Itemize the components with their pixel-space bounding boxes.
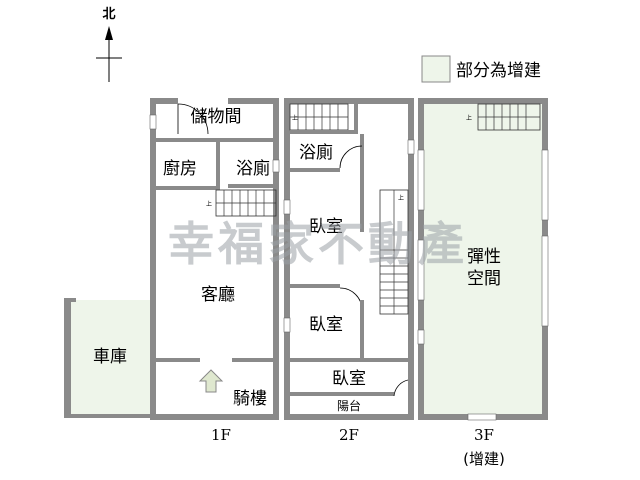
1f-wall-left bbox=[150, 98, 156, 420]
2f-wall-bed1-bottom bbox=[290, 284, 340, 288]
1f-wall-bath-bottom bbox=[228, 184, 279, 188]
floor-3f: 上 彈性 空間 3F (增建) bbox=[417, 98, 549, 468]
3f-caption: 3F bbox=[474, 426, 494, 444]
2f-wall-bath-bottom bbox=[290, 168, 340, 172]
2f-bedroom1-label: 臥室 bbox=[309, 217, 343, 237]
2f-wall-bed2-right bbox=[360, 300, 364, 358]
3f-stair-mark: 上 bbox=[466, 114, 472, 122]
floor-1f: 上 儲物間 廚房 浴廁 客廳 騎樓 1F bbox=[149, 98, 280, 444]
3f-window-right-2 bbox=[541, 235, 549, 327]
2f-bedroom3-label: 臥室 bbox=[332, 369, 366, 389]
garage-fill bbox=[68, 300, 154, 416]
watermark: 幸福家不動產 bbox=[168, 217, 468, 271]
1f-storage-label: 儲物間 bbox=[191, 107, 242, 127]
1f-wall-storage bbox=[150, 138, 279, 142]
1f-stair-mark: 上 bbox=[206, 200, 212, 208]
2f-caption: 2F bbox=[339, 426, 359, 444]
2f-wall-balcony-top bbox=[290, 392, 394, 396]
2f-bedroom2-label: 臥室 bbox=[309, 315, 343, 335]
2f-stair-mark-top: 上 bbox=[292, 114, 298, 122]
compass-label: 北 bbox=[102, 7, 115, 22]
legend-label: 部分為增建 bbox=[456, 61, 541, 81]
2f-window-left-1 bbox=[283, 199, 291, 215]
1f-stairs: 上 bbox=[206, 189, 277, 217]
1f-living-label: 客廳 bbox=[201, 285, 235, 305]
1f-arcade-label: 騎樓 bbox=[233, 389, 267, 409]
1f-wall-kitchen-bottom bbox=[150, 186, 220, 190]
2f-stairs-mid: 上 bbox=[379, 189, 409, 315]
1f-window-left-top bbox=[149, 114, 157, 130]
1f-wall-top-right bbox=[228, 98, 279, 104]
3f-flex-label-line2: 空間 bbox=[467, 269, 501, 289]
compass: 北 bbox=[96, 7, 122, 82]
3f-flex-label-line1: 彈性 bbox=[467, 247, 501, 267]
1f-wall-bottom bbox=[150, 414, 279, 420]
3f-stairs: 上 bbox=[466, 103, 541, 131]
2f-bed-door-icon bbox=[339, 287, 363, 311]
2f-wall-top bbox=[284, 98, 414, 104]
3f-fill bbox=[424, 104, 542, 414]
1f-window-right bbox=[272, 159, 280, 173]
garage-label: 車庫 bbox=[93, 347, 127, 367]
2f-wall-right bbox=[408, 98, 414, 420]
2f-bath-label: 浴廁 bbox=[299, 142, 333, 163]
3f-window-left-3 bbox=[417, 329, 425, 345]
1f-wall-kitchen-bath bbox=[216, 142, 220, 190]
entrance-arrow-icon bbox=[198, 369, 224, 393]
2f-stairs-top: 上 bbox=[289, 103, 349, 131]
1f-wall-top-left bbox=[150, 98, 178, 104]
2f-window-left-2 bbox=[283, 317, 291, 333]
2f-wall-bath-right bbox=[360, 134, 364, 172]
2f-window-right bbox=[407, 139, 415, 155]
3f-window-right-1 bbox=[541, 149, 549, 221]
2f-wall-bath-top bbox=[290, 130, 358, 134]
1f-bath-label: 浴廁 bbox=[236, 158, 270, 179]
1f-storage-door-icon bbox=[177, 103, 209, 135]
1f-caption: 1F bbox=[211, 426, 231, 444]
2f-bath-door-icon bbox=[339, 145, 363, 169]
3f-sub-caption: (增建) bbox=[463, 450, 505, 468]
2f-stair-mark-mid: 上 bbox=[398, 194, 404, 202]
2f-wall-bottom bbox=[284, 414, 414, 420]
2f-wall-left bbox=[284, 98, 290, 420]
garage: 車庫 bbox=[64, 298, 154, 418]
1f-wall-right bbox=[273, 98, 279, 420]
garage-wall-left bbox=[64, 298, 71, 418]
garage-wall-top bbox=[64, 298, 76, 302]
north-arrow-icon bbox=[105, 26, 113, 40]
2f-balcony-label: 陽台 bbox=[337, 398, 361, 413]
legend: 部分為增建 bbox=[421, 55, 541, 83]
1f-wall-arcade-right bbox=[232, 358, 279, 362]
3f-window-left-2 bbox=[417, 239, 425, 301]
2f-balcony-door-icon bbox=[393, 379, 409, 397]
2f-wall-bed1-right bbox=[360, 172, 364, 232]
2f-wall-stair-side bbox=[354, 104, 358, 130]
3f-wall-top bbox=[418, 98, 548, 104]
floor-2f: 上 上 浴廁 bbox=[283, 98, 415, 444]
1f-wall-arcade-left bbox=[150, 358, 200, 362]
1f-kitchen-label: 廚房 bbox=[163, 158, 197, 179]
3f-window-bottom bbox=[467, 413, 497, 421]
3f-window-left-1 bbox=[417, 149, 425, 211]
2f-wall-bed3-top bbox=[290, 358, 414, 362]
garage-wall-bottom bbox=[64, 414, 154, 418]
legend-swatch bbox=[421, 55, 451, 83]
